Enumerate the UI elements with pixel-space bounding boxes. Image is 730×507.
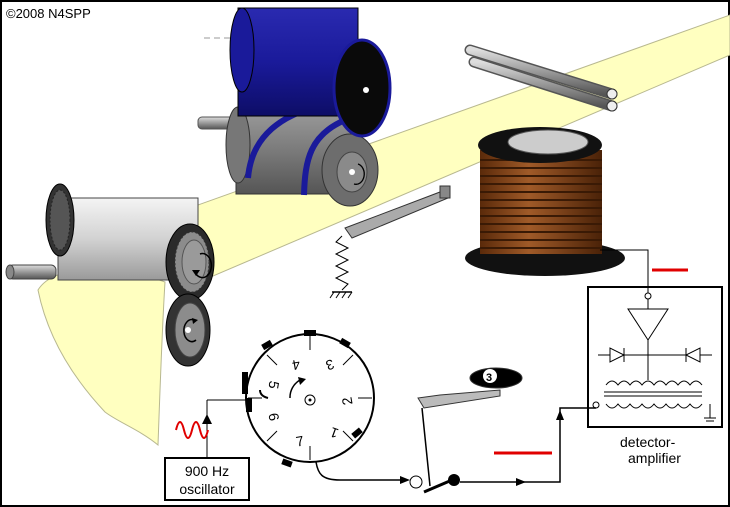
selector-knob-digit: 3 [486,372,492,384]
detector-label-line1: detector- [620,434,676,450]
sensing-lever [329,185,451,299]
sine-wave-icon [175,421,209,439]
diode-left [609,347,626,363]
lower-drive-roller [165,293,211,367]
dial-contact-hook [259,389,269,399]
left-spool-shaft [5,264,57,280]
dial-output-wire [315,461,400,481]
belt-left [245,109,302,179]
switch-output-wire [460,407,596,483]
diode-right [684,347,701,363]
selector-switch: 3 [417,367,523,494]
detector-amplifier-box [587,286,723,428]
detector-label-line2: amplifier [628,450,681,466]
dial-digit-7: 7 [295,432,306,449]
belt-right [301,117,347,196]
transformer-top [605,380,703,386]
guide-rods [464,44,618,112]
dial-digit-5: 5 [265,380,282,391]
rotary-dial: 1 2 3 4 5 6 7 [242,330,375,468]
lever-spring [334,235,350,291]
coil-lead-wire [600,249,649,293]
dial-digit-2: 2 [338,396,355,407]
oscillator-box [164,457,250,501]
blue-roller-end [332,38,392,138]
pickup-coil [465,127,625,276]
supply-spool [45,183,215,301]
blue-drive-roller [204,7,392,138]
dial-digit-4: 4 [291,356,302,373]
copyright-label: ©2008 N4SPP [6,6,91,21]
pinch-roller [197,106,379,207]
transformer-bottom [605,403,703,409]
switch-contact [409,475,423,489]
oscillator-label-line2: oscillator [179,481,235,497]
oscillator-wiring [175,399,248,458]
oscillator-label-line1: 900 Hz [185,463,229,479]
dial-digit-6: 6 [265,412,282,423]
